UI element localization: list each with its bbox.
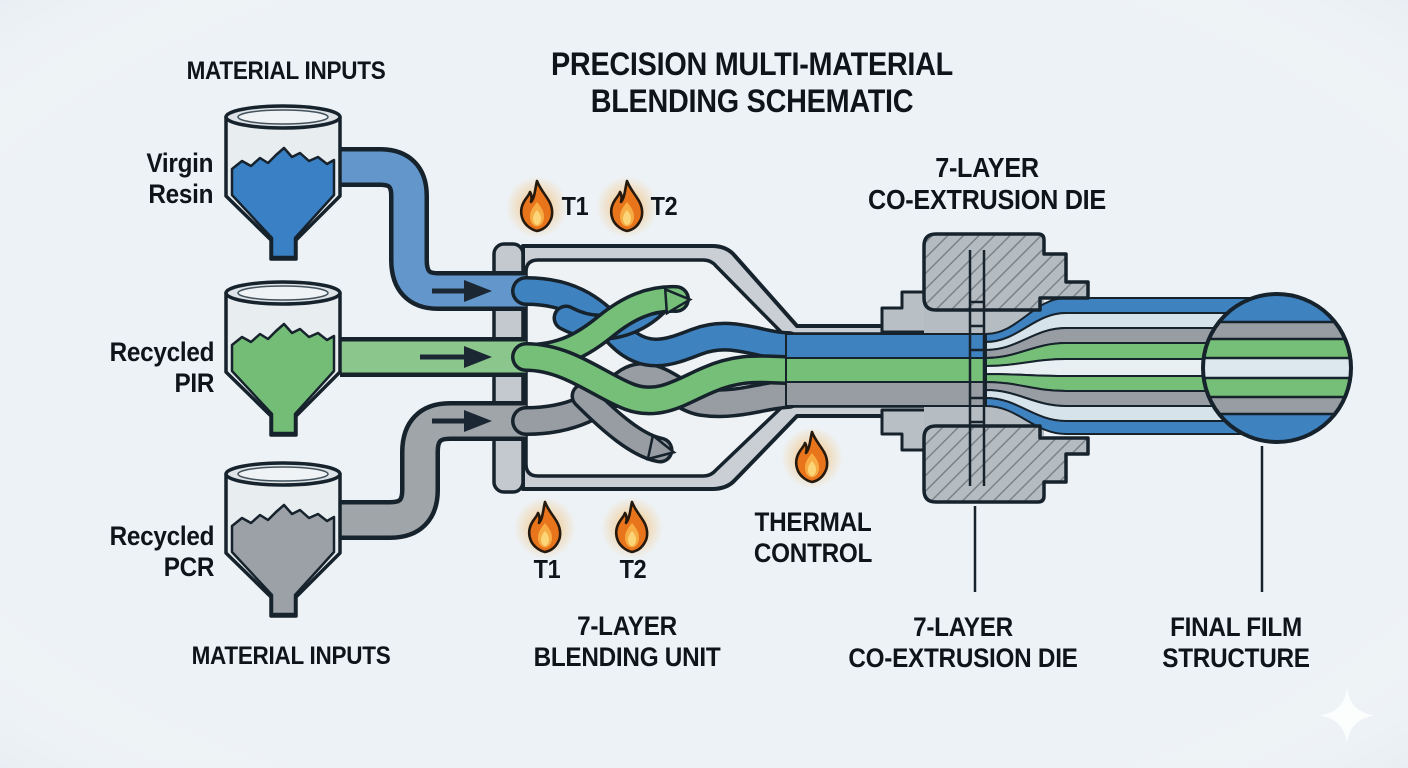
- blending-unit-caption: 7-LAYER BLENDING UNIT: [533, 611, 721, 672]
- blending-streams: [511, 276, 803, 464]
- material-inputs-label-top: MATERIAL INPUTS: [186, 57, 386, 85]
- flame-icon-t2-bottom: [599, 495, 665, 561]
- page-title: PRECISION MULTI-MATERIAL BLENDING SCHEMA…: [550, 46, 954, 120]
- material-inputs-label-bottom: MATERIAL INPUTS: [191, 642, 391, 670]
- flame-icon-t2-top: [594, 174, 660, 240]
- temp-sensor-t1-top: T1: [561, 191, 589, 222]
- flow-arrow-bottom: [432, 410, 492, 432]
- hopper-label-virgin-resin: Virgin Resin: [146, 148, 213, 209]
- die-label-top: 7-LAYER CO-EXTRUSION DIE: [868, 152, 1106, 215]
- pipe-virgin-resin: [338, 147, 526, 311]
- die-left-flange: [880, 290, 928, 452]
- die-label-bottom: 7-LAYER CO-EXTRUSION DIE: [848, 612, 1078, 673]
- hopper-label-recycled-pcr: Recycled PCR: [109, 521, 214, 582]
- temp-sensor-t2-bottom: T2: [619, 554, 647, 585]
- co-extrusion-die-body: [922, 232, 1090, 504]
- thermal-control-label: THERMAL CONTROL: [753, 507, 873, 568]
- melt-inlet-bands: [785, 333, 987, 407]
- flame-icon-t1-bottom: [512, 495, 578, 561]
- hopper-recycled-pir: [224, 280, 342, 437]
- flow-arrow-middle: [420, 346, 492, 368]
- die-spider-lines: [968, 250, 986, 486]
- hopper-virgin-resin: [224, 104, 342, 261]
- flame-icon-thermal-control: [779, 425, 845, 491]
- temp-sensor-t2-top: T2: [650, 191, 678, 222]
- final-film-label: FINAL FILM STRUCTURE: [1162, 612, 1310, 673]
- flow-arrow-top: [432, 280, 492, 302]
- hopper-recycled-pcr: [224, 461, 342, 618]
- hopper-label-recycled-pir: Recycled PIR: [109, 337, 214, 398]
- temp-sensor-t1-bottom: T1: [533, 554, 561, 585]
- sparkle-icon: [1320, 688, 1374, 743]
- flame-icon-t1-top: [504, 174, 570, 240]
